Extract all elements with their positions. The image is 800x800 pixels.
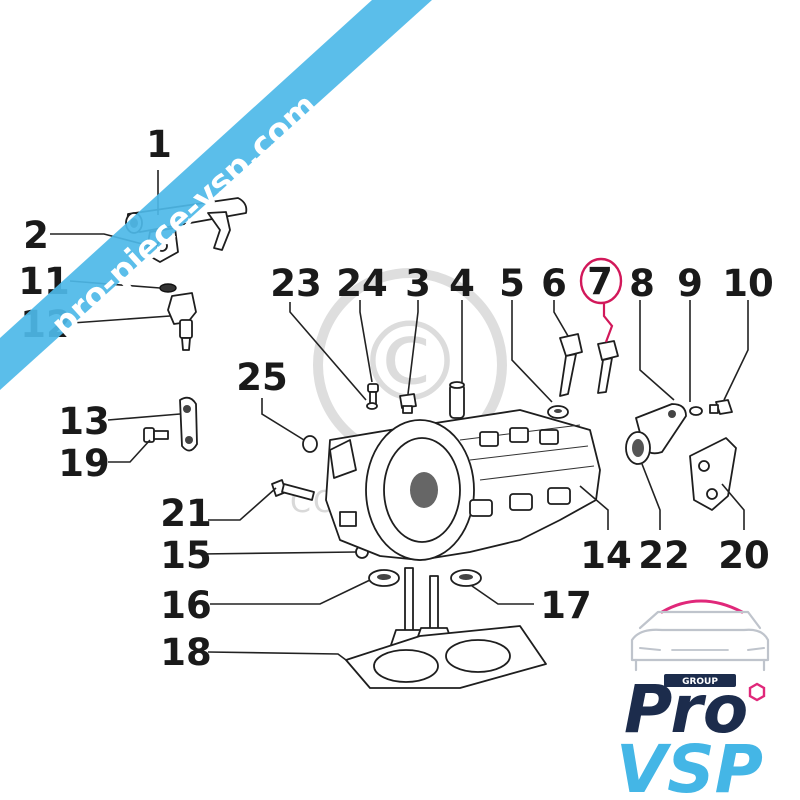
callout-2: 2 bbox=[23, 214, 49, 257]
leader-lines bbox=[50, 170, 749, 661]
part-tappet-4 bbox=[449, 381, 465, 419]
callout-15: 15 bbox=[160, 534, 212, 577]
callout-3: 3 bbox=[405, 262, 431, 305]
callout-7-highlight-circle bbox=[579, 257, 623, 305]
callout-16: 16 bbox=[160, 584, 212, 627]
provsp-logo: GROUP Pro VSP bbox=[616, 599, 770, 800]
callout-6: 6 bbox=[541, 262, 567, 305]
callout-17: 17 bbox=[540, 584, 592, 627]
part-bolt-21 bbox=[271, 479, 315, 501]
part-bolt-19 bbox=[143, 427, 169, 443]
callout-4: 4 bbox=[449, 262, 475, 305]
part-bolt-7 bbox=[597, 340, 619, 394]
callout-7: 7 bbox=[587, 260, 613, 303]
callout-10: 10 bbox=[722, 262, 774, 305]
group-ribbon bbox=[664, 674, 736, 687]
part-bracket bbox=[179, 396, 198, 452]
callout-21: 21 bbox=[160, 492, 212, 535]
group-text: GROUP bbox=[682, 677, 718, 687]
logo-vsp: VSP bbox=[616, 731, 763, 800]
part-valve-seal-17 bbox=[450, 569, 482, 587]
part-seal-22 bbox=[625, 431, 651, 465]
car-outline-icon bbox=[630, 599, 770, 672]
banner-ribbon bbox=[0, 0, 432, 390]
hexagon-icon bbox=[748, 682, 766, 702]
callout-13: 13 bbox=[58, 400, 110, 443]
callout-23: 23 bbox=[270, 262, 322, 305]
callout-24: 24 bbox=[336, 262, 388, 305]
callout-19: 19 bbox=[58, 442, 110, 485]
part-bracket-20 bbox=[689, 437, 737, 511]
part-bolt-6 bbox=[559, 333, 583, 397]
part-washer-23 bbox=[366, 402, 378, 410]
callout-14: 14 bbox=[580, 534, 632, 577]
callout-8: 8 bbox=[629, 262, 655, 305]
part-cylinder-head bbox=[325, 409, 601, 561]
callout-20: 20 bbox=[718, 534, 770, 577]
part-screw-10 bbox=[709, 399, 733, 415]
callout-9: 9 bbox=[677, 262, 703, 305]
callout-1: 1 bbox=[146, 123, 172, 166]
part-small-bolt-24 bbox=[367, 383, 379, 405]
part-washer-9 bbox=[689, 406, 703, 416]
callout-25: 25 bbox=[236, 356, 288, 399]
part-head-gasket bbox=[345, 625, 547, 689]
part-injector bbox=[159, 283, 197, 351]
logo-pro: Pro bbox=[624, 671, 748, 748]
callout-22: 22 bbox=[638, 534, 690, 577]
part-plug-25 bbox=[302, 435, 318, 453]
callout-18: 18 bbox=[160, 631, 212, 674]
part-valve-seal-16 bbox=[368, 569, 400, 587]
callout-5: 5 bbox=[499, 262, 525, 305]
leader-line-7-highlight bbox=[602, 302, 614, 343]
part-seal-5 bbox=[547, 405, 569, 419]
part-valve-guide-3 bbox=[399, 393, 417, 414]
